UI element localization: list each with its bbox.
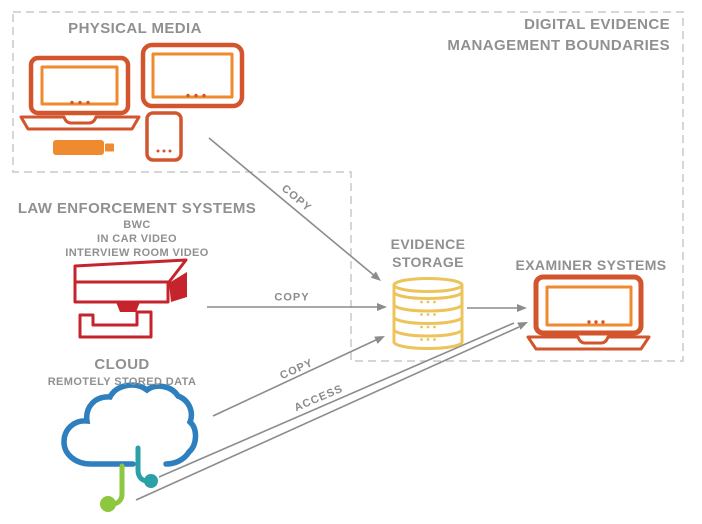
tablet-icon bbox=[140, 42, 245, 109]
evidence-storage-label-line2: STORAGE bbox=[392, 254, 464, 270]
access-arrow-cloud bbox=[135, 322, 528, 501]
law-enforcement-sublabel-incar: IN CAR VIDEO bbox=[97, 233, 177, 245]
cloud-icon bbox=[61, 382, 199, 467]
green-pin-icon bbox=[100, 463, 125, 512]
boundary-title-line1: DIGITAL EVIDENCE bbox=[524, 16, 670, 33]
smartphone-icon bbox=[145, 111, 183, 162]
law-enforcement-sublabel-interview: INTERVIEW ROOM VIDEO bbox=[65, 247, 209, 259]
cloud-label: CLOUD bbox=[94, 356, 150, 373]
copy-label-law-enforcement: COPY bbox=[274, 291, 310, 304]
evidence-storage-label-line1: EVIDENCE bbox=[390, 236, 466, 252]
database-dots bbox=[420, 300, 436, 341]
examiner-systems-label: EXAMINER SYSTEMS bbox=[515, 257, 667, 273]
boundary-title-line2: MANAGEMENT BOUNDARIES bbox=[447, 37, 670, 54]
database-icon bbox=[392, 277, 464, 350]
cctv-camera-icon bbox=[73, 258, 188, 339]
copy-arrow-physical-media bbox=[208, 137, 381, 281]
copy-arrow-cloud bbox=[212, 336, 385, 417]
law-enforcement-label: LAW ENFORCEMENT SYSTEMS bbox=[17, 200, 257, 217]
teal-pin-icon bbox=[135, 445, 158, 488]
usb-drive-icon bbox=[53, 140, 114, 155]
boundary-dashed-border bbox=[12, 11, 684, 362]
copy-arrow-law-enforcement bbox=[207, 303, 387, 311]
cloud-sublabel: REMOTELY STORED DATA bbox=[47, 376, 197, 388]
law-enforcement-sublabel-bwc: BWC bbox=[123, 219, 151, 231]
laptop-icon bbox=[19, 55, 141, 131]
examiner-laptop-icon bbox=[526, 274, 651, 351]
physical-media-label: PHYSICAL MEDIA bbox=[68, 20, 202, 37]
storage-to-examiner-arrow bbox=[467, 304, 527, 312]
boundary-title: DIGITAL EVIDENCE MANAGEMENT BOUNDARIES bbox=[447, 14, 670, 56]
